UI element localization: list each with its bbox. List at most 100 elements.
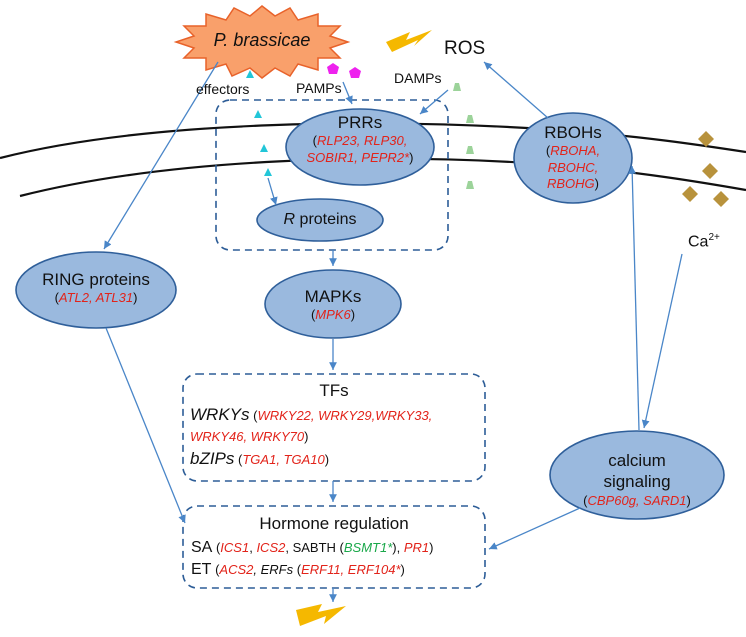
rbohs-ellipse [513,112,633,204]
mapks-ellipse [264,269,402,339]
calcium-genes: CBP60g, SARD1 [587,492,687,508]
arrow-pamps-to-prrs [342,81,353,105]
calcium-title-line2: signaling [603,472,671,492]
ros-label: ROS [444,38,486,59]
prrs-ellipse [285,108,435,186]
rbohs-paren-close: ) [594,175,599,191]
mapks-paren-close: ) [350,307,356,323]
calcium-ion-icon [713,191,729,207]
sa-gene-ics1: ICS1 [220,540,250,555]
wrkys-paren-close: ) [304,428,309,444]
receptor-dashed-box [215,99,449,251]
wrkys-genes-line1: WRKY22, WRKY29,WRKY33, [257,408,433,423]
wrkys-paren-open: ( [249,408,258,423]
calcium-paren-open: ( [583,492,588,508]
hormone-title: Hormone regulation [259,514,409,533]
sa-gene-bsmt1: BSMT1* [343,540,393,555]
sa-paren-close: ) [429,540,434,555]
rbohs-paren-open: ( [545,143,551,159]
arrow-calcium-to-hormone [488,507,581,550]
tfs-dashed-box [182,373,486,482]
membrane-outer-line [0,122,746,160]
prrs-paren-open: ( [312,133,317,149]
damp-icon [453,83,461,91]
wrkys-genes-line2: WRKY46, WRKY70 [190,428,305,444]
sa-label: SA [191,539,213,556]
pamp-icon [349,67,361,78]
calcium-ion-icon [682,186,698,202]
rbohs-gene-g: RBOHG [546,175,595,191]
et-erfs: , ERFs [253,561,294,577]
ring-genes: ATL2, ATL31 [58,290,134,306]
r-proteins-r: R [283,211,296,228]
lightning-icon-bottom [296,604,346,626]
sa-mid: ), [392,540,404,555]
pathogen-burst-shape [173,5,351,79]
bzips-label: bZIPs [190,448,235,468]
r-proteins-rest: proteins [295,211,357,228]
pamp-icon [327,63,339,74]
damp-icon [466,181,474,189]
r-proteins-ellipse [256,198,384,242]
rbohs-gene-c: RBOHC, [547,159,599,175]
sa-comma: , [249,540,257,555]
tfs-title: TFs [319,381,349,400]
hormone-content: SA (ICS1, ICS2, SABTH (BSMT1*), PR1) ET … [191,537,483,580]
mapks-node: MAPKs (MPK6) [265,286,401,324]
calcium-ion-label: Ca2+ [688,232,720,251]
prrs-title: PRRs [337,113,383,132]
arrow-ring-to-hormone [105,327,186,524]
calcium-ion-icon [698,131,714,147]
pamps-label: PAMPs [296,80,342,96]
membrane-inner-line [19,157,746,198]
arrow-calcium-to-rbohs [628,165,640,431]
calcium-node: calcium signaling (CBP60g, SARD1) [552,450,722,509]
damp-icon [466,146,474,154]
r-proteins-node: R proteins [258,210,382,230]
effector-icon [254,110,262,118]
ca-superscript: 2+ [708,232,720,243]
prrs-genes-line1: RLP23, RLP30, [317,133,408,149]
mapks-title: MAPKs [304,287,362,306]
tfs-content: WRKYs (WRKY22, WRKY29,WRKY33, WRKY46, WR… [190,404,482,470]
ring-paren-open: ( [54,290,59,306]
calcium-title-line1: calcium [608,451,666,470]
damp-icon [466,115,474,123]
prrs-node: PRRs (RLP23, RLP30, SOBIR1, PEPR2*) [286,112,434,166]
ring-paren-close: ) [133,290,138,306]
damps-label: DAMPs [394,70,442,86]
calcium-paren-close: ) [686,492,691,508]
bzips-paren-close: ) [324,451,330,467]
calcium-ion-icon [702,163,718,179]
effector-icon [246,70,254,78]
ring-title: RING proteins [42,270,150,289]
et-paren-close: ) [400,561,405,577]
sa-sabth: , SABTH ( [285,540,344,555]
arrow-damps-to-prrs [419,89,449,115]
pathogen-label: P. brassicae [213,30,311,50]
wrkys-label: WRKYs [190,405,250,424]
effector-icon [264,168,272,176]
arrow-effector-to-rproteins [267,177,278,206]
rbohs-title: RBOHs [544,123,602,142]
arrow-ca-to-calcium [641,253,683,429]
lightning-icon-top [386,30,432,52]
arrow-pathogen-to-ring [103,61,219,250]
sa-gene-pr1: PR1 [403,540,430,555]
et-label: ET [191,560,212,578]
calcium-ellipse [549,430,725,520]
prrs-genes-line2: SOBIR1, PEPR2* [306,149,410,165]
et-erf-paren-open: ( [293,561,302,577]
et-gene-acs2: ACS2 [219,561,254,577]
bzips-genes: TGA1, TGA10 [242,451,325,467]
bzips-paren-open: ( [234,451,243,467]
ca-base: Ca [688,233,709,251]
rbohs-node: RBOHs (RBOHA, RBOHC, RBOHG) [516,122,630,192]
et-paren-open: ( [211,561,220,577]
mapks-genes: MPK6 [315,307,351,323]
ring-node: RING proteins (ATL2, ATL31) [16,269,176,307]
sa-gene-ics2: ICS2 [256,540,286,555]
hormone-dashed-box [182,505,486,589]
ring-ellipse [15,251,177,329]
